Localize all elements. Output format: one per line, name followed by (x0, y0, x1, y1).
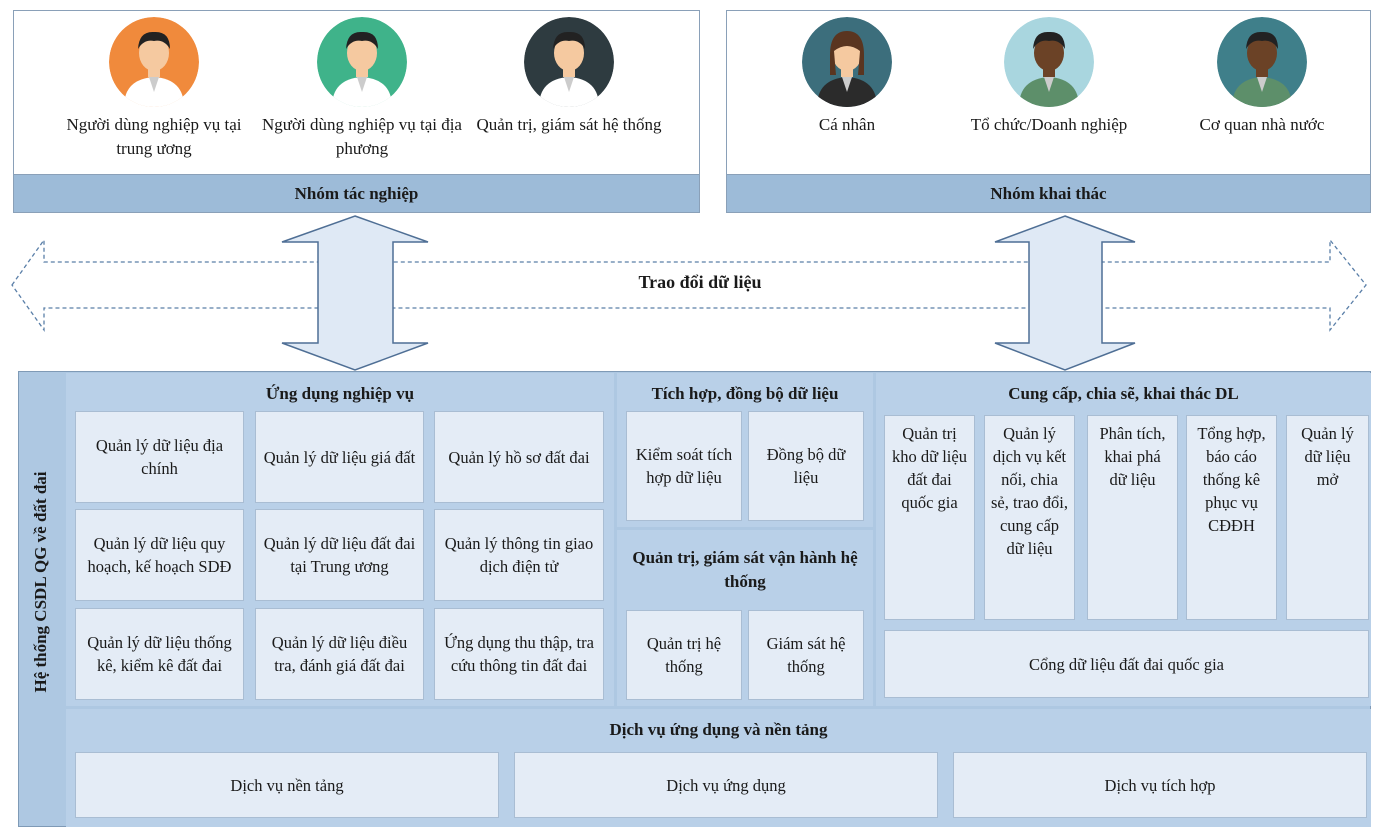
system-admin-cell: Quản trị hệ thống (626, 610, 742, 700)
business-app-cell: Quản lý hồ sơ đất đai (434, 411, 604, 503)
application-service-cell: Dịch vụ ứng dụng (514, 752, 938, 818)
exploit-user-1: Tổ chức/Doanh nghiệp (949, 17, 1149, 137)
operations-vertical-arrow (281, 215, 429, 371)
exploit-user-label: Cá nhân (818, 115, 876, 134)
exploit-user-2: Cơ quan nhà nước (1162, 17, 1362, 137)
administration-title: Quản trị, giám sát vận hành hệ thống (632, 548, 858, 591)
data-exchange-arrows (11, 215, 1367, 371)
exploit-vertical-arrow (994, 215, 1136, 371)
operations-group-panel: Người dùng nghiệp vụ tại trung ương Người… (13, 10, 700, 213)
sharing-cell: Phân tích, khai phá dữ liệu (1087, 415, 1178, 620)
business-app-cell: Quản lý dữ liệu thống kê, kiểm kê đất đa… (75, 608, 244, 700)
sharing-cell: Quản lý dịch vụ kết nối, chia sẻ, trao đ… (984, 415, 1075, 620)
platform-service-cell: Dịch vụ nền tảng (75, 752, 499, 818)
business-app-cell: Quản lý dữ liệu giá đất (255, 411, 424, 503)
integration-title: Tích hợp, đồng bộ dữ liệu (651, 384, 839, 403)
admin-user-icon (524, 17, 614, 107)
sharing-title: Cung cấp, chia sẽ, khai thác DL (1008, 384, 1239, 403)
operations-user-0: Người dùng nghiệp vụ tại trung ương (54, 17, 254, 161)
business-app-cell: Quản lý thông tin giao dịch điện tử (434, 509, 604, 601)
central-user-icon (109, 17, 199, 107)
operations-user-1: Người dùng nghiệp vụ tại địa phương (262, 17, 462, 161)
exploit-user-label: Tổ chức/Doanh nghiệp (970, 115, 1128, 134)
organization-user-icon (1004, 17, 1094, 107)
operations-user-label: Người dùng nghiệp vụ tại địa phương (262, 115, 462, 158)
exchange-label: Trao đổi dữ liệu (638, 272, 762, 292)
individual-user-icon (802, 17, 892, 107)
integration-control-cell: Kiểm soát tích hợp dữ liệu (626, 411, 742, 521)
exploit-user-label: Cơ quan nhà nước (1199, 115, 1325, 134)
agency-user-icon (1217, 17, 1307, 107)
national-land-data-portal: Cổng dữ liệu đất đai quốc gia (884, 630, 1369, 698)
system-monitor-cell: Giám sát hệ thống (748, 610, 864, 700)
business-app-cell: Quản lý dữ liệu đất đai tại Trung ương (255, 509, 424, 601)
business-apps-title: Ứng dụng nghiệp vụ (265, 384, 415, 403)
business-app-cell: Quản lý dữ liệu địa chính (75, 411, 244, 503)
services-title: Dịch vụ ứng dụng và nền tảng (609, 720, 828, 739)
exploit-user-0: Cá nhân (747, 17, 947, 137)
sharing-cell: Quản trị kho dữ liệu đất đai quốc gia (884, 415, 975, 620)
exploit-group-title: Nhóm khai thác (727, 174, 1370, 212)
business-app-cell: Ứng dụng thu thập, tra cứu thông tin đất… (434, 608, 604, 700)
exploit-group-panel: Cá nhân Tổ chức/Doanh nghiệp Cơ quan nhà n… (726, 10, 1371, 213)
operations-user-2: Quản trị, giám sát hệ thống (469, 17, 669, 137)
sharing-cell: Tổng hợp, báo cáo thống kê phục vụ CĐĐH (1186, 415, 1277, 620)
operations-user-label: Người dùng nghiệp vụ tại trung ương (66, 115, 242, 158)
business-app-cell: Quản lý dữ liệu điều tra, đánh giá đất đ… (255, 608, 424, 700)
sharing-cell: Quản lý dữ liệu mở (1286, 415, 1369, 620)
data-sync-cell: Đồng bộ dữ liệu (748, 411, 864, 521)
integration-service-cell: Dịch vụ tích hợp (953, 752, 1367, 818)
operations-user-label: Quản trị, giám sát hệ thống (476, 115, 662, 134)
local-user-icon (317, 17, 407, 107)
operations-group-title: Nhóm tác nghiệp (14, 174, 699, 212)
business-app-cell: Quản lý dữ liệu quy hoạch, kế hoạch SDĐ (75, 509, 244, 601)
system-title: Hệ thống CSDL QG về đất đai (31, 471, 50, 693)
